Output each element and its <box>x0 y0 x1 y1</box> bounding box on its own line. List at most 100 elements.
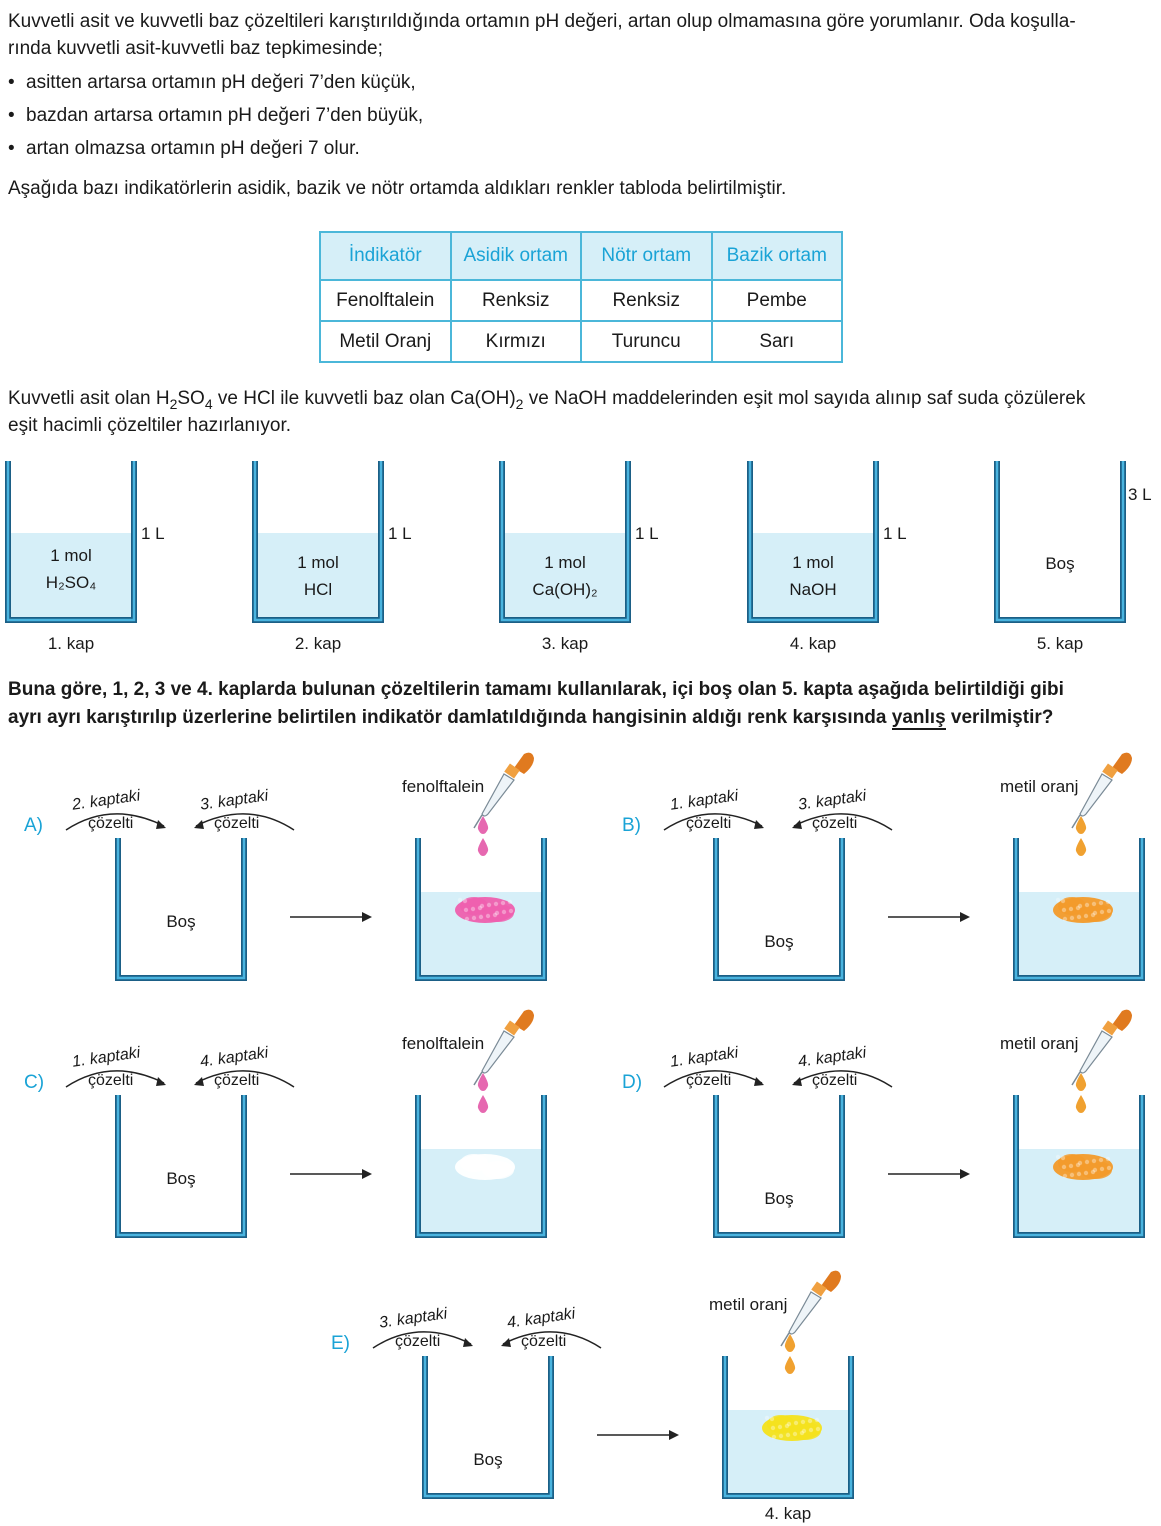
left-solution-label: çözelti <box>686 1072 732 1089</box>
indicator-color-blob <box>1053 897 1113 923</box>
table-header: Bazik ortam <box>710 231 843 281</box>
container-mol: 1 mol <box>297 553 339 572</box>
container-formula: HCl <box>303 580 333 599</box>
indicator-label: metil oranj <box>709 1295 788 1314</box>
container-content: Boş <box>1045 554 1075 573</box>
container-mol: 1 mol <box>792 553 834 572</box>
indicator-label: fenolftalein <box>402 1034 485 1053</box>
result-beaker <box>722 1356 854 1499</box>
drop-icon <box>477 1095 489 1113</box>
container-label: 1. kap <box>47 634 95 653</box>
drop-icon <box>1075 1073 1087 1091</box>
table-intro: Aşağıda bazı indikatörlerin asidik, bazi… <box>8 178 787 199</box>
drop-icon <box>1075 838 1087 856</box>
pour-arrows <box>663 1070 893 1088</box>
dropper-icon <box>780 1270 841 1347</box>
right-solution-label: çözelti <box>214 1072 260 1089</box>
container-label: 2. kap <box>294 634 342 653</box>
right-solution-label: çözelti <box>812 1072 858 1089</box>
table-cell: Pembe <box>710 279 843 322</box>
container-formula: Ca(OH)₂ <box>532 580 598 599</box>
question-text: Buna göre, 1, 2, 3 ve 4. kaplarda buluna… <box>8 679 1064 730</box>
solutions-paragraph-line-2: eşit hacimli çözeltiler hazırlanıyor. <box>8 415 291 436</box>
container-volume: 1 L <box>388 524 412 543</box>
container-4 <box>747 461 879 623</box>
container-1 <box>5 461 137 623</box>
table-header: Asidik ortam <box>449 231 582 281</box>
empty-label: Boş <box>166 912 196 931</box>
drop-icon <box>1075 816 1087 834</box>
indicator-label: metil oranj <box>1000 777 1079 796</box>
bullet-1: asitten artarsa ortamın pH değeri 7’den … <box>8 69 416 96</box>
table-cell: Kırmızı <box>449 320 582 363</box>
table-cell: Renksiz <box>449 279 582 322</box>
container-2 <box>252 461 384 623</box>
drop-icon <box>1075 1095 1087 1113</box>
pour-arrows <box>372 1331 602 1349</box>
dropper-icon <box>473 752 534 829</box>
indicator-table: İndikatör Asidik ortam Nötr ortam Bazik … <box>319 231 843 363</box>
empty-beaker <box>713 1095 845 1238</box>
left-solution-label: çözelti <box>88 1072 134 1089</box>
option-letter: A) <box>24 815 43 836</box>
container-3 <box>499 461 631 623</box>
indicator-label: fenolftalein <box>402 777 485 796</box>
container-label: 3. kap <box>541 634 589 653</box>
drop-icon <box>784 1334 796 1352</box>
indicator-label: metil oranj <box>1000 1034 1079 1053</box>
option-letter: D) <box>622 1072 643 1093</box>
container-formula: NaOH <box>789 580 837 599</box>
empty-label: Boş <box>166 1169 196 1188</box>
pour-arrows <box>663 813 893 831</box>
container-volume: 1 L <box>635 524 659 543</box>
indicator-color-blob <box>455 1154 515 1180</box>
dropper-icon <box>1071 1009 1132 1086</box>
drop-icon <box>477 816 489 834</box>
indicator-color-blob <box>762 1415 822 1441</box>
container-volume: 1 L <box>141 524 165 543</box>
arrow-icon <box>597 1430 679 1440</box>
table-cell: Sarı <box>710 320 843 363</box>
container-mol: 1 mol <box>544 553 586 572</box>
right-solution-label: çözelti <box>521 1333 567 1350</box>
option-letter: B) <box>622 815 641 836</box>
intro-line-2: rında kuvvetli asit-kuvvetli baz tepkime… <box>8 38 383 59</box>
result-caption: 4. kap <box>764 1504 812 1523</box>
empty-label: Boş <box>473 1450 503 1469</box>
container-formula: H₂SO₄ <box>45 573 97 592</box>
pour-arrows <box>65 1070 295 1088</box>
dropper-icon <box>473 1009 534 1086</box>
table-cell: Turuncu <box>580 320 713 363</box>
container-volume: 3 L <box>1128 485 1152 504</box>
drop-icon <box>784 1356 796 1374</box>
solutions-paragraph-line-1: Kuvvetli asit olan H2SO4 ve HCl ile kuvv… <box>8 388 1086 412</box>
container-label: 5. kap <box>1036 634 1084 653</box>
table-cell: Metil Oranj <box>319 320 452 363</box>
drop-icon <box>477 1073 489 1091</box>
right-solution-label: çözelti <box>214 815 260 832</box>
container-volume: 1 L <box>883 524 907 543</box>
bullet-3: artan olmazsa ortamın pH değeri 7 olur. <box>8 135 360 162</box>
empty-beaker <box>115 838 247 981</box>
option-letter: C) <box>24 1072 45 1093</box>
left-solution-label: çözelti <box>686 815 732 832</box>
empty-beaker <box>422 1356 554 1499</box>
empty-beaker <box>115 1095 247 1238</box>
arrow-icon <box>290 1169 372 1179</box>
arrow-icon <box>290 912 372 922</box>
pour-arrows <box>65 813 295 831</box>
container-label: 4. kap <box>789 634 837 653</box>
intro-line-1: Kuvvetli asit ve kuvvetli baz çözeltiler… <box>8 11 1076 32</box>
right-solution-label: çözelti <box>812 815 858 832</box>
bullet-2: bazdan artarsa ortamın pH değeri 7’den b… <box>8 102 423 129</box>
table-header: Nötr ortam <box>580 231 713 281</box>
arrow-icon <box>888 1169 970 1179</box>
container-5 <box>994 461 1126 623</box>
dropper-icon <box>1071 752 1132 829</box>
table-header: İndikatör <box>319 231 452 281</box>
indicator-color-blob <box>455 897 515 923</box>
option-letter: E) <box>331 1333 350 1354</box>
table-cell: Fenolftalein <box>319 279 452 322</box>
empty-label: Boş <box>764 1189 794 1208</box>
underlined-word: yanlış <box>891 707 946 730</box>
